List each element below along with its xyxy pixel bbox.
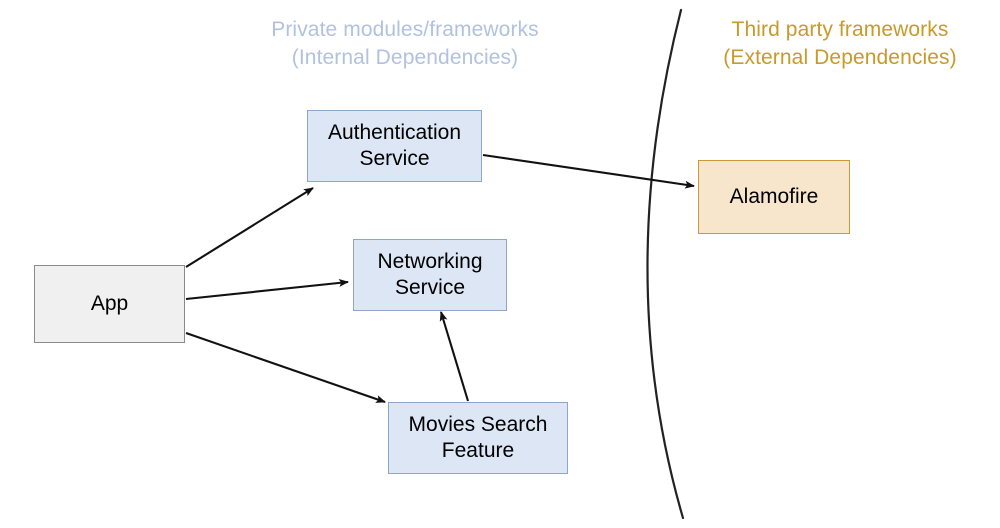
node-app[interactable]: App: [34, 265, 185, 343]
node-movies-search-feature[interactable]: Movies Search Feature: [388, 402, 568, 474]
zone-label-external-dependencies: Third party frameworks (External Depende…: [723, 18, 957, 69]
edge-app-to-movies-search-feature: [185, 332, 386, 403]
node-networking-service[interactable]: Networking Service: [353, 239, 507, 311]
edge-app-to-networking-service: [185, 278, 349, 301]
edge-app-to-authentication-service: [185, 187, 314, 268]
node-alamofire[interactable]: Alamofire: [698, 160, 850, 234]
boundary-divider-curve: [646, 8, 685, 520]
node-authentication-service[interactable]: Authentication Service: [307, 110, 482, 182]
edge-movies-search-feature-to-networking-service: [439, 311, 470, 402]
edge-authentication-service-to-alamofire: [482, 153, 695, 189]
zone-label-internal-dependencies: Private modules/frameworks (Internal Dep…: [271, 18, 539, 69]
